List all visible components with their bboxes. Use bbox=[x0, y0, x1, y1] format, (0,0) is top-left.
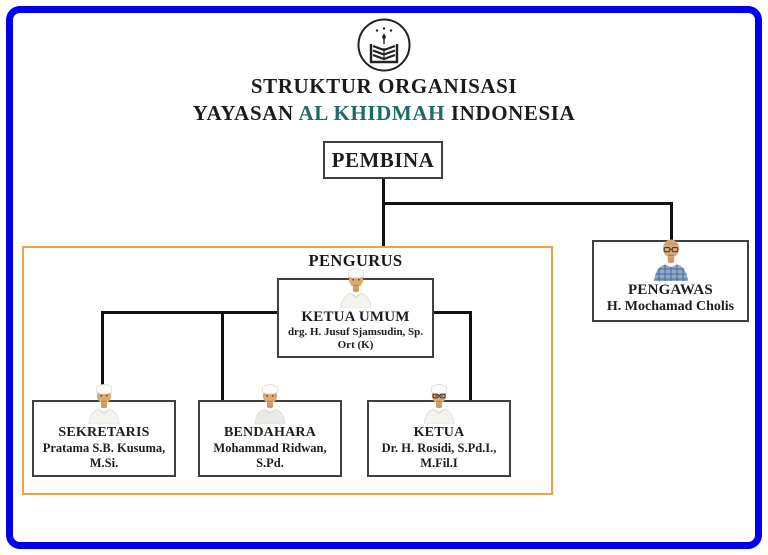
pembina-label: PEMBINA bbox=[331, 147, 435, 172]
sekretaris-box: SEKRETARIS Pratama S.B. Kusuma, M.Si. bbox=[32, 384, 176, 477]
ketua-name: Dr. H. Rosidi, S.Pd.I., M.Fil.I bbox=[381, 441, 497, 470]
ketua-umum-box: KETUA UMUM drg. H. Jusuf Sjamsudin, Sp. … bbox=[277, 268, 434, 358]
pengawas-name: H. Mochamad Cholis bbox=[606, 299, 735, 315]
connector-right-horizontal bbox=[434, 311, 472, 314]
subtitle-prefix: YAYASAN bbox=[192, 101, 299, 125]
connector-to-pengawas bbox=[670, 202, 673, 241]
pengurus-group-label: PENGURUS bbox=[308, 251, 403, 270]
bendahara-photo bbox=[249, 377, 291, 425]
page-subtitle: YAYASAN AL KHIDMAH INDONESIA bbox=[0, 101, 768, 126]
open-book-lamp-icon bbox=[357, 18, 411, 72]
ketua-umum-name: drg. H. Jusuf Sjamsudin, Sp. Ort (K) bbox=[287, 325, 424, 351]
connector-pembina-down bbox=[382, 179, 385, 205]
subtitle-highlight: AL KHIDMAH bbox=[298, 101, 446, 125]
bendahara-role: BENDAHARA bbox=[223, 425, 317, 441]
connector-to-sekretaris bbox=[101, 311, 104, 400]
foundation-logo bbox=[356, 17, 412, 73]
pembina-box: PEMBINA bbox=[323, 141, 443, 179]
ketua-role: KETUA bbox=[413, 425, 465, 441]
connector-top-horizontal bbox=[382, 202, 673, 205]
ketua-photo bbox=[418, 377, 460, 425]
ketua-box: KETUA Dr. H. Rosidi, S.Pd.I., M.Fil.I bbox=[367, 384, 511, 477]
ketua-umum-photo bbox=[335, 261, 377, 309]
pengawas-photo bbox=[649, 231, 693, 282]
connector-to-ketua bbox=[469, 311, 472, 400]
sekretaris-name: Pratama S.B. Kusuma, M.Si. bbox=[42, 441, 166, 470]
sekretaris-photo bbox=[83, 377, 125, 425]
sekretaris-role: SEKRETARIS bbox=[58, 425, 150, 441]
bendahara-box: BENDAHARA Mohammad Ridwan, S.Pd. bbox=[198, 384, 342, 477]
pengawas-box: PENGAWAS H. Mochamad Cholis bbox=[592, 239, 749, 322]
pengawas-role: PENGAWAS bbox=[628, 282, 713, 299]
page-title: STRUKTUR ORGANISASI bbox=[250, 74, 518, 98]
subtitle-suffix: INDONESIA bbox=[445, 101, 576, 125]
bendahara-name: Mohammad Ridwan, S.Pd. bbox=[213, 441, 327, 470]
ketua-umum-role: KETUA UMUM bbox=[301, 308, 410, 325]
connector-left-horizontal bbox=[101, 311, 277, 314]
connector-to-pengurus bbox=[382, 202, 385, 247]
pengurus-group-box bbox=[22, 246, 553, 495]
connector-to-bendahara bbox=[221, 311, 224, 400]
